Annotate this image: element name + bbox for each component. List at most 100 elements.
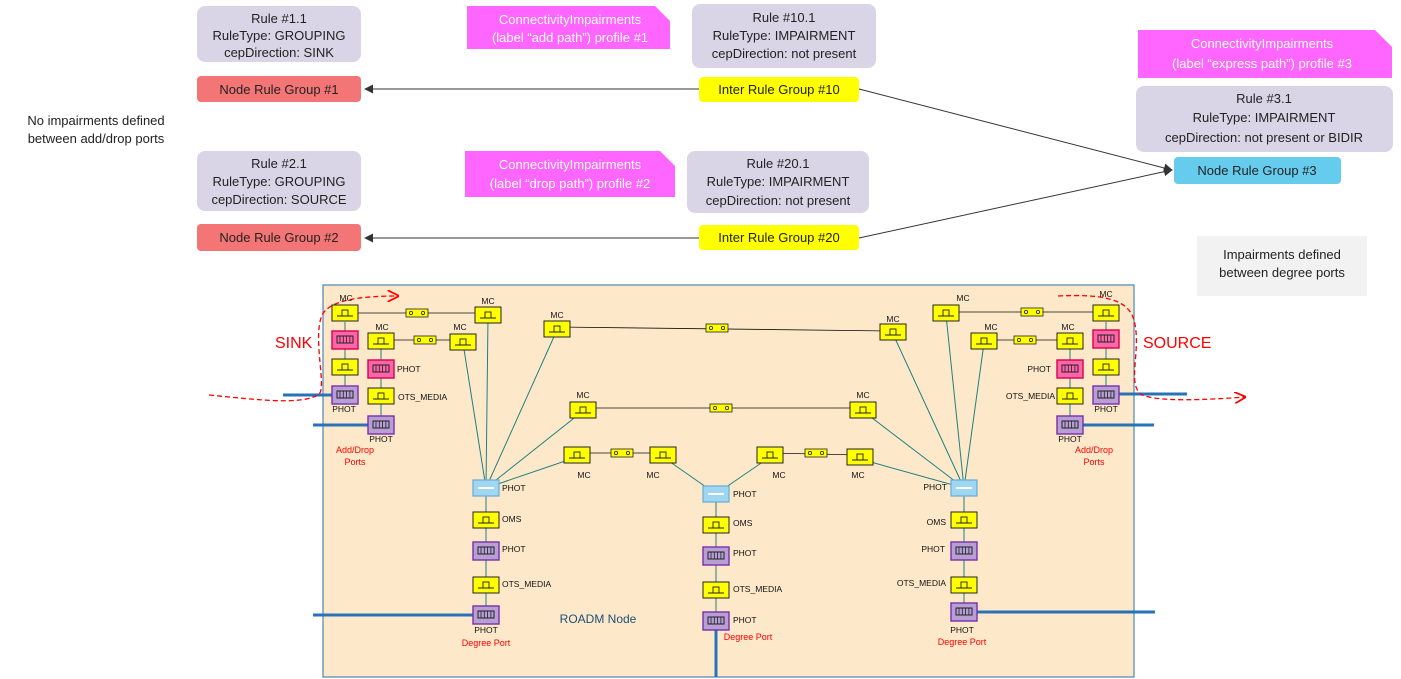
profile-2-line-1: ConnectivityImpairments <box>499 157 642 172</box>
phot-label: PHOT <box>397 364 421 374</box>
rule-2-1-type: RuleType: GROUPING <box>213 174 346 189</box>
rule-10-1-box <box>692 4 876 68</box>
phot-label: PHOT <box>332 404 356 414</box>
phot-node-red <box>1092 329 1120 349</box>
mc-label: MC <box>577 470 590 480</box>
phot-label: PHOT <box>733 615 757 625</box>
phot-label: PHOT <box>1058 434 1082 444</box>
oms-label: OMS <box>733 518 753 528</box>
mc-label: MC <box>1061 322 1074 332</box>
mc-node <box>472 576 500 594</box>
ots-media-label: OTS_MEDIA <box>502 579 551 589</box>
phot-label: PHOT <box>369 434 393 444</box>
mc-node <box>879 323 907 341</box>
phot-node <box>472 541 500 561</box>
connectors <box>405 307 1044 458</box>
node-rule-group-3 <box>1174 157 1341 184</box>
rule-3-1-title: Rule #3.1 <box>1236 91 1292 106</box>
phot-label: PHOT <box>1027 364 1051 374</box>
phot-node <box>1092 385 1120 405</box>
mc-label: MC <box>375 322 388 332</box>
phot-node <box>472 605 500 625</box>
yellow-nodes <box>331 304 1120 599</box>
profile-3-line-1: ConnectivityImpairments <box>1191 36 1334 51</box>
phot-node-red <box>367 359 395 379</box>
mc-label: MC <box>481 296 494 306</box>
rule-2-1-direction: cepDirection: SOURCE <box>211 192 346 207</box>
mc-label: MC <box>550 310 563 320</box>
source-path <box>1057 294 1245 400</box>
profile-3-box <box>1138 30 1392 78</box>
rule-3-1-direction: cepDirection: not present or BIDIR <box>1165 130 1363 145</box>
phot-label: PHOT <box>1094 404 1118 414</box>
roadm-node-label: ROADM Node <box>560 612 637 626</box>
profile-2-line-2: (label “drop path”) profile #2 <box>490 176 650 191</box>
phot-node-red <box>1056 359 1084 379</box>
phot-node <box>331 385 359 405</box>
oms-label: OMS <box>502 514 522 524</box>
rule-20-1-title: Rule #20.1 <box>747 156 810 171</box>
mc-label: MC <box>1099 289 1112 299</box>
phot-node <box>1056 415 1084 435</box>
mc-node <box>702 516 730 534</box>
phot-node <box>950 541 978 561</box>
mc-node <box>1092 358 1120 376</box>
oms-label: OMS <box>927 517 947 527</box>
profile-1-line-2: (label “add path”) profile #1 <box>492 30 648 45</box>
mc-node <box>970 332 998 350</box>
rule-3-1-type: RuleType: IMPAIRMENT <box>1193 110 1336 125</box>
rule-10-1-title: Rule #10.1 <box>753 10 816 25</box>
phot-label: PHOT <box>733 489 757 499</box>
rule-20-1-type: RuleType: IMPAIRMENT <box>707 174 850 189</box>
mc-label: MC <box>886 314 899 324</box>
phot-label: PHOT <box>923 482 947 492</box>
mc-label: MC <box>984 322 997 332</box>
profile-2-box <box>465 151 675 197</box>
mc-node <box>649 446 677 464</box>
ots-media-label: OTS_MEDIA <box>897 578 946 588</box>
degree-port-label: Degree Port <box>724 632 773 642</box>
phot-node-blue <box>702 485 730 503</box>
ots-media-label: OTS_MEDIA <box>733 584 782 594</box>
sink-label: SINK <box>275 335 313 352</box>
mc-node <box>449 333 477 351</box>
phot-node-red <box>331 330 359 350</box>
inter-rule-group-10-label: Inter Rule Group #10 <box>718 82 839 97</box>
rule-1-1-title: Rule #1.1 <box>251 11 307 26</box>
note-impairments-degree-line-1: Impairments defined <box>1223 247 1341 262</box>
mc-node <box>950 511 978 529</box>
add-drop-ports-label: Add/Drop <box>1075 445 1113 455</box>
inter-rule-group-20-label: Inter Rule Group #20 <box>718 230 839 245</box>
rule-20-1-direction: cepDirection: not present <box>706 193 851 208</box>
roadm-small-labels: MC MC MC MC MC MC MC MC MC MC MC MC MC M… <box>332 289 1118 635</box>
mc-node <box>756 446 784 464</box>
mc-node <box>1056 332 1084 350</box>
mc-label: MC <box>851 470 864 480</box>
mc-node <box>331 304 359 322</box>
mc-label: MC <box>772 470 785 480</box>
mc-label: MC <box>453 322 466 332</box>
arrow-irg20-to-nrg3 <box>858 167 1173 239</box>
phot-node <box>702 546 730 566</box>
note-no-impairments-line-1: No impairments defined <box>27 113 164 128</box>
note-impairments-degree-line-2: between degree ports <box>1219 265 1345 280</box>
phot-label: PHOT <box>502 483 526 493</box>
add-drop-ports-label: Add/Drop <box>336 445 374 455</box>
rule-1-1-type: RuleType: GROUPING <box>213 28 346 43</box>
note-impairments-degree-box <box>1197 236 1367 296</box>
phot-node <box>950 602 978 622</box>
mc-node <box>1056 387 1084 405</box>
inter-rule-group-10 <box>699 77 859 102</box>
sink-path <box>208 296 398 402</box>
node-rule-group-2-label: Node Rule Group #2 <box>219 230 338 245</box>
mc-node <box>950 576 978 594</box>
phot-label: PHOT <box>921 544 945 554</box>
node-rule-group-1-label: Node Rule Group #1 <box>219 82 338 97</box>
phot-label: PHOT <box>950 625 974 635</box>
mc-node <box>1092 304 1120 322</box>
mc-label: MC <box>646 470 659 480</box>
rule-1-1-direction: cepDirection: SINK <box>224 45 334 60</box>
rule-2-1-box <box>197 151 361 211</box>
phot-node <box>702 611 730 631</box>
